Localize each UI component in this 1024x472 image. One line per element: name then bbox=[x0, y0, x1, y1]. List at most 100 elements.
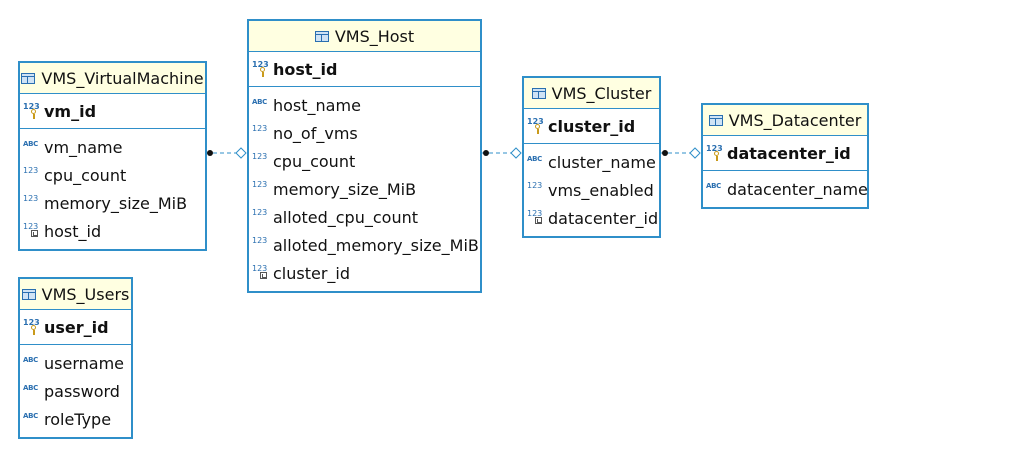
table-icon bbox=[708, 114, 723, 126]
123-fk-icon: 123 bbox=[23, 223, 42, 239]
link-host-cluster-dot bbox=[483, 150, 489, 156]
column-name: vms_enabled bbox=[548, 180, 654, 200]
column-row[interactable]: ABC username bbox=[20, 349, 131, 377]
table-icon bbox=[531, 87, 546, 99]
column-name: username bbox=[44, 353, 124, 373]
link-cluster-datacenter-diamond bbox=[689, 147, 701, 159]
entity-title: VMS_Users bbox=[41, 284, 130, 304]
column-name: roleType bbox=[44, 409, 112, 429]
column-row[interactable]: 123 memory_size_MiB bbox=[249, 175, 480, 203]
column-name: vm_name bbox=[44, 137, 123, 157]
column-name: datacenter_name bbox=[727, 179, 868, 199]
column-name: vm_id bbox=[44, 101, 97, 121]
column-name: host_id bbox=[273, 59, 338, 79]
abc-icon: ABC bbox=[706, 182, 721, 190]
columns-section: ABC datacenter_name bbox=[703, 171, 868, 207]
link-cluster-datacenter-dot bbox=[662, 150, 668, 156]
column-row[interactable]: 123 cpu_count bbox=[20, 161, 205, 189]
column-row[interactable]: 123 alloted_cpu_count bbox=[249, 203, 480, 231]
entity-header[interactable]: VMS_Cluster bbox=[524, 78, 659, 109]
123-key-icon: 123 bbox=[252, 61, 271, 77]
column-row[interactable]: ABC vm_name bbox=[20, 133, 205, 161]
column-name: host_name bbox=[273, 95, 361, 115]
entity-title: VMS_Host bbox=[334, 26, 415, 46]
abc-icon: ABC bbox=[23, 412, 38, 420]
123-icon: 123 bbox=[23, 166, 39, 175]
123-key-icon: 123 bbox=[23, 103, 42, 119]
column-row[interactable]: 123 vms_enabled bbox=[524, 176, 659, 204]
entity-title: VMS_VirtualMachine bbox=[41, 68, 204, 88]
123-icon: 123 bbox=[252, 208, 268, 217]
abc-icon: ABC bbox=[252, 98, 267, 106]
column-name: cpu_count bbox=[273, 151, 356, 171]
column-row[interactable]: ABC datacenter_name bbox=[703, 175, 868, 203]
123-icon: 123 bbox=[252, 236, 268, 245]
column-name: alloted_cpu_count bbox=[273, 207, 418, 227]
column-name: memory_size_MiB bbox=[273, 179, 417, 199]
column-name: memory_size_MiB bbox=[44, 193, 188, 213]
link-vm-host-dot bbox=[207, 150, 213, 156]
column-name: cluster_name bbox=[548, 152, 656, 172]
column-row[interactable]: ABC roleType bbox=[20, 405, 131, 433]
entity-title: VMS_Cluster bbox=[551, 83, 652, 103]
entity-header[interactable]: VMS_Datacenter bbox=[703, 105, 867, 136]
link-host-cluster-diamond bbox=[510, 147, 522, 159]
123-key-icon: 123 bbox=[23, 319, 42, 335]
abc-icon: ABC bbox=[23, 356, 38, 364]
column-name: cpu_count bbox=[44, 165, 127, 185]
123-icon: 123 bbox=[527, 181, 543, 190]
abc-icon: ABC bbox=[23, 140, 38, 148]
column-row[interactable]: 123 alloted_memory_size_MiB bbox=[249, 231, 480, 259]
123-icon: 123 bbox=[23, 194, 39, 203]
column-name: host_id bbox=[44, 221, 102, 241]
table-icon bbox=[314, 30, 329, 42]
123-fk-icon: 123 bbox=[527, 210, 546, 226]
column-row[interactable]: ABC host_name bbox=[249, 91, 480, 119]
table-icon bbox=[21, 72, 36, 84]
column-name: password bbox=[44, 381, 120, 401]
123-icon: 123 bbox=[252, 180, 268, 189]
column-name: no_of_vms bbox=[273, 123, 358, 143]
table-icon bbox=[21, 288, 36, 300]
entity-title: VMS_Datacenter bbox=[728, 110, 862, 130]
entity-header[interactable]: VMS_VirtualMachine bbox=[20, 63, 205, 94]
123-fk-icon: 123 bbox=[252, 265, 271, 281]
123-key-icon: 123 bbox=[527, 118, 546, 134]
column-name: alloted_memory_size_MiB bbox=[273, 235, 479, 255]
column-name: cluster_id bbox=[548, 116, 636, 136]
link-vm-host-diamond bbox=[235, 147, 247, 159]
column-row[interactable]: 123 memory_size_MiB bbox=[20, 189, 205, 217]
column-name: cluster_id bbox=[273, 263, 351, 283]
column-name: user_id bbox=[44, 317, 109, 337]
123-key-icon: 123 bbox=[706, 145, 725, 161]
entity-header[interactable]: VMS_Host bbox=[249, 21, 480, 52]
column-name: datacenter_id bbox=[727, 143, 851, 163]
entity-header[interactable]: VMS_Users bbox=[20, 279, 131, 310]
